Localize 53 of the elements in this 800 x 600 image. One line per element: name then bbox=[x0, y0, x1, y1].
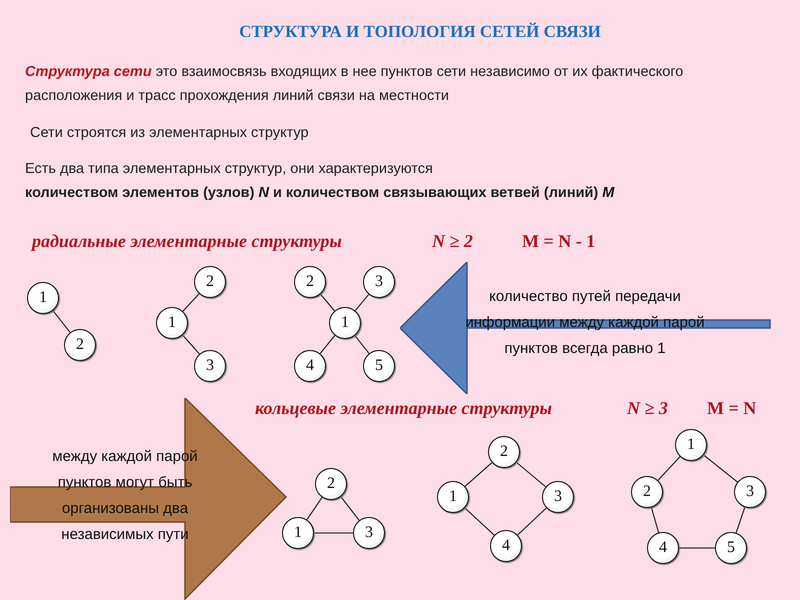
graph-node: 5 bbox=[363, 350, 395, 382]
link-line bbox=[658, 456, 680, 481]
graph-node: 1 bbox=[675, 429, 707, 461]
link-line bbox=[354, 294, 370, 312]
graph-node: 2 bbox=[315, 468, 347, 500]
link-line bbox=[320, 294, 336, 312]
note-text: Есть два типа элементарных структур, они характеризуются bbox=[25, 160, 433, 179]
graph-node: 2 bbox=[294, 266, 326, 298]
section-heading: кольцевые элементарные структуры bbox=[255, 398, 552, 419]
arrow-caption: количество путей передачи информации между каждой парой пунктов всегда равно 1 bbox=[464, 287, 706, 359]
graph-node: 3 bbox=[542, 481, 574, 513]
graph-node: 5 bbox=[715, 532, 747, 564]
link-line bbox=[517, 508, 547, 536]
note-text: Сети строятся из элементарных структур bbox=[30, 124, 309, 143]
link-line bbox=[320, 335, 336, 354]
graph-node: 1 bbox=[329, 307, 361, 339]
link-line bbox=[314, 532, 353, 534]
formula: M = N - 1 bbox=[522, 231, 596, 252]
link-line bbox=[650, 507, 660, 533]
graph-node: 4 bbox=[294, 350, 326, 382]
graph-node: 1 bbox=[282, 517, 314, 549]
link-line bbox=[340, 496, 360, 521]
section-heading: радиальные элементарные структуры bbox=[32, 231, 342, 252]
link-line bbox=[703, 454, 738, 482]
formula: M = N bbox=[707, 398, 756, 419]
criteria-text: количеством элементов (узлов) N и количеством связывающих ветвей (линий) M bbox=[25, 184, 614, 203]
link-line bbox=[516, 462, 546, 488]
slide-title: СТРУКТУРА И ТОПОЛОГИЯ СЕТЕЙ СВЯЗИ bbox=[238, 22, 602, 42]
graph-node: 4 bbox=[647, 532, 679, 564]
graph-node: 3 bbox=[194, 350, 226, 382]
graph-node: 2 bbox=[64, 329, 96, 361]
link-line bbox=[464, 507, 495, 536]
link-line bbox=[182, 334, 200, 354]
graph-node: 1 bbox=[437, 481, 469, 513]
graph-node: 3 bbox=[353, 517, 385, 549]
formula: N ≥ 2 bbox=[432, 231, 473, 252]
graph-node: 4 bbox=[490, 530, 522, 562]
link-line bbox=[306, 496, 323, 520]
link-line bbox=[736, 506, 746, 534]
graph-node: 1 bbox=[156, 307, 188, 339]
link-line bbox=[679, 547, 715, 549]
link-line bbox=[52, 310, 71, 333]
graph-node: 2 bbox=[631, 476, 663, 508]
graph-node: 1 bbox=[27, 282, 59, 314]
link-line bbox=[354, 335, 370, 354]
graph-node: 3 bbox=[363, 266, 395, 298]
link-line bbox=[464, 462, 492, 487]
graph-node: 2 bbox=[194, 266, 226, 298]
graph-node: 3 bbox=[734, 476, 766, 508]
graph-node: 2 bbox=[488, 436, 520, 468]
definition-text: Структура сети это взаимосвязь входящих в нее пунктов сети независимо от их фактического расположения и трасс прохождения линий связи на местности bbox=[25, 63, 684, 106]
formula: N ≥ 3 bbox=[627, 398, 668, 419]
link-line bbox=[182, 293, 200, 312]
